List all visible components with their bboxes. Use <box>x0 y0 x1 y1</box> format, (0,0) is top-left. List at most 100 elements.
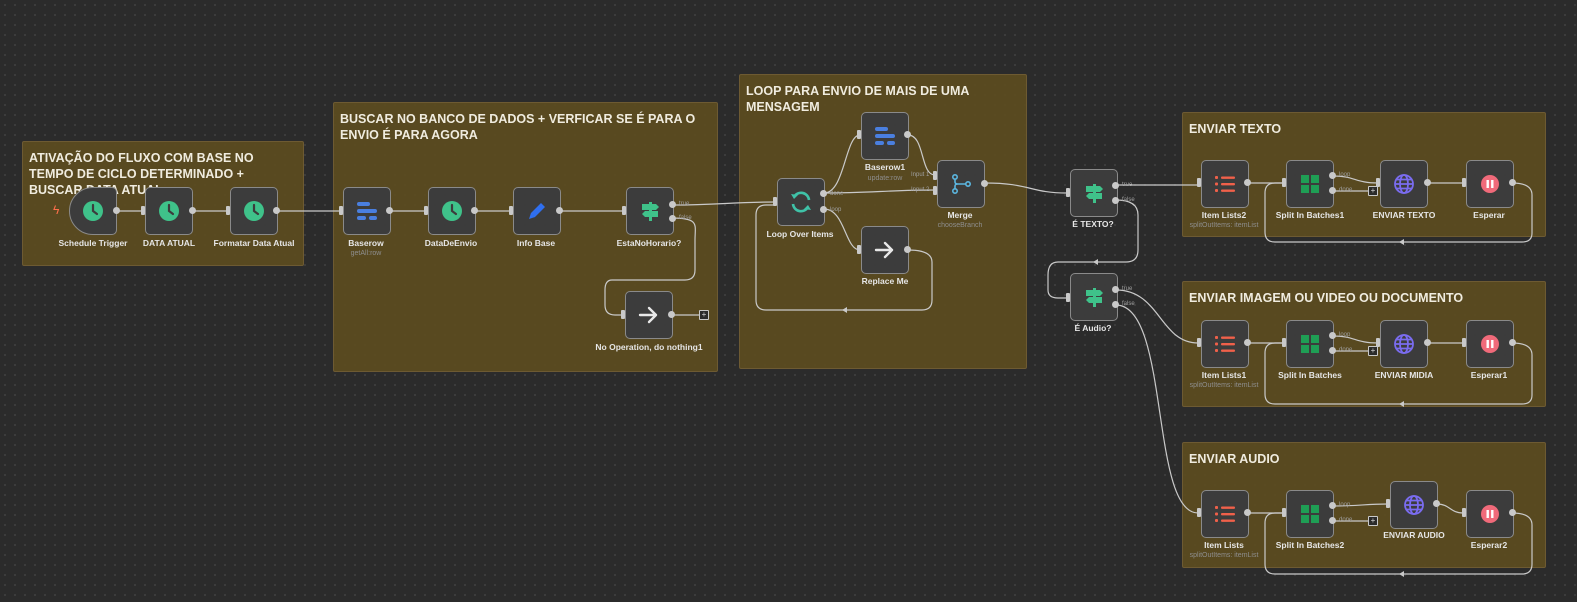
input-port[interactable] <box>1462 508 1466 517</box>
input-port[interactable] <box>1376 178 1380 187</box>
input-port[interactable] <box>857 245 861 254</box>
input-port[interactable] <box>509 206 513 215</box>
output-port[interactable] <box>1244 339 1251 346</box>
node-esta-no-horario[interactable] <box>626 187 674 235</box>
output-port-true[interactable] <box>1112 286 1119 293</box>
node-baserow[interactable] <box>343 187 391 235</box>
input-port[interactable] <box>226 206 230 215</box>
output-port-true[interactable] <box>1112 182 1119 189</box>
output-port[interactable] <box>981 180 988 187</box>
input-port[interactable] <box>1066 293 1070 302</box>
output-port-done[interactable] <box>820 190 827 197</box>
output-port[interactable] <box>189 207 196 214</box>
node-data-atual[interactable] <box>145 187 193 235</box>
output-port-loop[interactable] <box>1329 332 1336 339</box>
node-no-operation[interactable] <box>625 291 673 339</box>
node-item-lists[interactable] <box>1201 490 1249 538</box>
output-port[interactable] <box>113 207 120 214</box>
output-port[interactable] <box>1424 179 1431 186</box>
node-enviar-audio[interactable] <box>1390 481 1438 529</box>
input-port[interactable] <box>1462 178 1466 187</box>
output-port-loop[interactable] <box>820 206 827 213</box>
input-port[interactable] <box>1066 188 1070 197</box>
output-port-done[interactable] <box>1329 517 1336 524</box>
output-port[interactable] <box>1244 179 1251 186</box>
output-port[interactable] <box>1509 339 1516 346</box>
input-port[interactable] <box>1197 508 1201 517</box>
output-port[interactable] <box>1509 509 1516 516</box>
output-port-true[interactable] <box>669 201 676 208</box>
node-esperar1[interactable] <box>1466 320 1514 368</box>
node-item-lists2[interactable] <box>1201 160 1249 208</box>
output-port-done[interactable] <box>1329 187 1336 194</box>
add-node-button[interactable]: + <box>1368 516 1378 526</box>
input-port[interactable] <box>857 130 861 139</box>
input-port-1[interactable] <box>933 171 937 180</box>
node-baserow1[interactable] <box>861 112 909 160</box>
output-port-loop[interactable] <box>1329 172 1336 179</box>
port-label: true <box>1122 286 1133 292</box>
input-port[interactable] <box>339 206 343 215</box>
output-port-false[interactable] <box>1112 197 1119 204</box>
input-port[interactable] <box>1282 338 1286 347</box>
input-port[interactable] <box>141 206 145 215</box>
input-port[interactable] <box>1282 508 1286 517</box>
output-port-loop[interactable] <box>1329 502 1336 509</box>
input-port[interactable] <box>1282 178 1286 187</box>
output-port[interactable] <box>386 207 393 214</box>
add-node-button[interactable]: + <box>699 310 709 320</box>
node-label: ENVIAR MIDIA <box>1374 370 1434 380</box>
output-port[interactable] <box>1424 339 1431 346</box>
node-formatar-data-atual[interactable] <box>230 187 278 235</box>
output-port[interactable] <box>1509 179 1516 186</box>
pencil-icon <box>529 203 545 219</box>
input-port-2[interactable] <box>933 186 937 195</box>
node-enviar-texto[interactable] <box>1380 160 1428 208</box>
output-port-done[interactable] <box>1329 347 1336 354</box>
node-replace-me[interactable] <box>861 226 909 274</box>
node-loop-over-items[interactable] <box>777 178 825 226</box>
output-port-false[interactable] <box>669 215 676 222</box>
input-port[interactable] <box>622 206 626 215</box>
node-enviar-midia[interactable] <box>1380 320 1428 368</box>
output-port[interactable] <box>904 131 911 138</box>
input-port[interactable] <box>1386 499 1390 508</box>
output-port[interactable] <box>471 207 478 214</box>
output-port-false[interactable] <box>1112 301 1119 308</box>
input-port[interactable] <box>424 206 428 215</box>
node-split-in-batches1[interactable] <box>1286 160 1334 208</box>
node-split-in-batches[interactable] <box>1286 320 1334 368</box>
node-esperar2[interactable] <box>1466 490 1514 538</box>
node-data-de-envio[interactable] <box>428 187 476 235</box>
node-schedule-trigger[interactable] <box>69 187 117 235</box>
node-label: No Operation, do nothing1 <box>595 342 703 352</box>
output-port[interactable] <box>273 207 280 214</box>
list-icon <box>1215 336 1235 352</box>
node-info-base[interactable] <box>513 187 561 235</box>
add-node-button[interactable]: + <box>1368 346 1378 356</box>
input-port[interactable] <box>1197 338 1201 347</box>
node-subtitle: chooseBranch <box>937 222 983 229</box>
input-port[interactable] <box>1376 338 1380 347</box>
wire <box>1115 289 1199 344</box>
output-port[interactable] <box>556 207 563 214</box>
sticky-title: LOOP PARA ENVIO DE MAIS DE UMA MENSAGEM <box>746 84 969 114</box>
output-port[interactable] <box>1433 500 1440 507</box>
node-merge[interactable] <box>937 160 985 208</box>
output-port[interactable] <box>668 311 675 318</box>
node-esperar[interactable] <box>1466 160 1514 208</box>
node-e-audio[interactable] <box>1070 273 1118 321</box>
node-split-in-batches2[interactable] <box>1286 490 1334 538</box>
input-port[interactable] <box>1462 338 1466 347</box>
node-item-lists1[interactable] <box>1201 320 1249 368</box>
input-port[interactable] <box>1197 178 1201 187</box>
output-port[interactable] <box>904 246 911 253</box>
input-port[interactable] <box>773 197 777 206</box>
node-label: Split In Batches2 <box>1275 540 1345 550</box>
output-port[interactable] <box>1244 509 1251 516</box>
add-node-button[interactable]: + <box>1368 186 1378 196</box>
input-port[interactable] <box>621 310 625 319</box>
node-e-texto[interactable] <box>1070 169 1118 217</box>
port-label: done <box>1339 187 1353 193</box>
globe-icon <box>1394 174 1414 194</box>
